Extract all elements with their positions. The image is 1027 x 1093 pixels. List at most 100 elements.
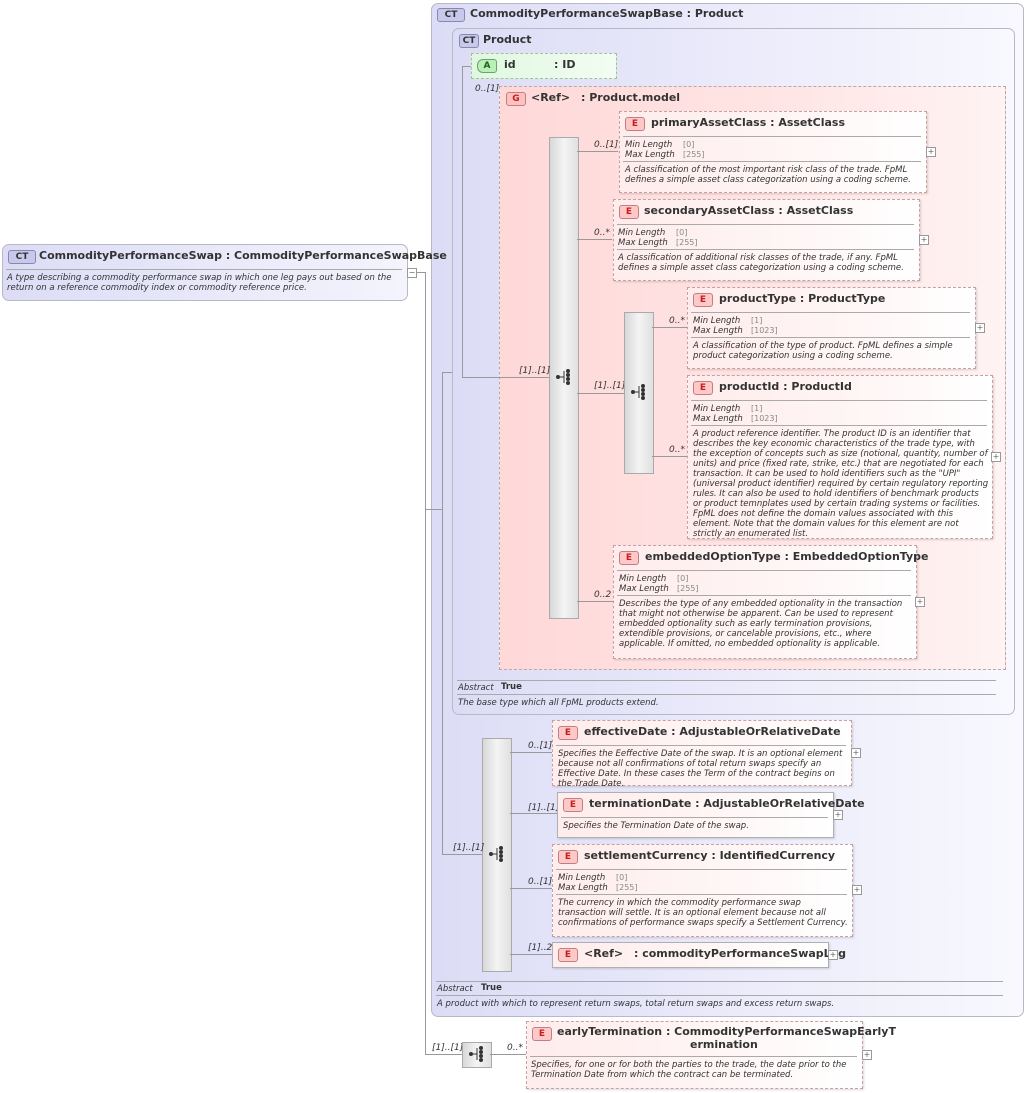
facet-value: [255] xyxy=(676,238,698,247)
complex-type-extension-icon: CT xyxy=(8,250,36,264)
sequence-icon xyxy=(469,1046,483,1062)
connector xyxy=(425,272,426,1054)
separator xyxy=(691,400,987,401)
element-name: secondaryAssetClass : AssetClass xyxy=(644,204,854,217)
expand-icon[interactable]: + xyxy=(851,748,861,758)
separator xyxy=(530,1056,857,1057)
expand-icon[interactable]: + xyxy=(919,235,929,245)
element-icon: E xyxy=(619,205,639,219)
facet-label: Max Length xyxy=(618,238,668,248)
element-termination-date[interactable] xyxy=(557,792,834,838)
connector xyxy=(652,456,687,457)
separator xyxy=(691,312,970,313)
expand-icon[interactable]: + xyxy=(862,1050,872,1060)
connector xyxy=(510,752,552,753)
abstract-value: True xyxy=(501,682,522,692)
facet-value: [255] xyxy=(616,883,638,892)
base-type-name: CommodityPerformanceSwapBase : Product xyxy=(470,7,744,20)
facet-label: Min Length xyxy=(558,873,606,883)
connector xyxy=(577,601,613,602)
facet-value: [1] xyxy=(751,316,763,325)
element-icon: E xyxy=(563,798,583,812)
element-documentation: Specifies the Termination Date of the sw… xyxy=(563,821,749,831)
element-icon: E xyxy=(619,551,639,565)
settlement-currency-cardinality: 0..[1] xyxy=(528,877,553,887)
facet-label: Max Length xyxy=(693,326,743,336)
product-type-cardinality: 0..* xyxy=(669,316,685,326)
facet-value: [0] xyxy=(676,228,688,237)
expand-icon[interactable]: + xyxy=(975,323,985,333)
collapse-icon[interactable]: − xyxy=(407,268,417,278)
facet-label: Min Length xyxy=(693,404,741,414)
element-product-id[interactable] xyxy=(687,375,993,539)
facet-label: Min Length xyxy=(619,574,667,584)
attribute-icon: A xyxy=(477,59,497,73)
separator xyxy=(617,595,911,596)
abstract-label: Abstract xyxy=(437,984,473,994)
expand-icon[interactable]: + xyxy=(852,885,862,895)
group-icon: G xyxy=(506,92,526,106)
complex-type-commodity-performance-swap[interactable] xyxy=(2,244,408,301)
expand-icon[interactable]: + xyxy=(833,810,843,820)
facet-value: [1023] xyxy=(751,414,778,423)
group-ref-type: : Product.model xyxy=(581,91,681,104)
element-documentation: A classification of the type of product.… xyxy=(693,341,953,361)
separator xyxy=(691,425,987,426)
element-early-termination[interactable] xyxy=(526,1021,863,1089)
connector xyxy=(417,272,425,273)
expand-icon[interactable]: + xyxy=(828,950,838,960)
separator xyxy=(617,249,914,250)
element-documentation: A classification of the most important r… xyxy=(625,165,911,185)
attribute-id-type: : ID xyxy=(554,58,576,71)
element-embedded-option-type[interactable] xyxy=(613,545,917,659)
element-icon: E xyxy=(532,1027,552,1041)
separator xyxy=(617,570,911,571)
facet-value: [1023] xyxy=(751,326,778,335)
element-icon: E xyxy=(558,948,578,962)
element-primary-asset-class[interactable] xyxy=(619,111,927,193)
sequence-icon xyxy=(489,846,503,862)
element-effective-date[interactable] xyxy=(552,720,852,786)
element-documentation: The currency in which the commodity perf… xyxy=(558,898,848,928)
abstract-label: Abstract xyxy=(458,683,494,693)
complex-type-icon: CT xyxy=(459,34,479,48)
element-name: productId : ProductId xyxy=(719,380,852,393)
root-sequence-cardinality: [1]..[1] xyxy=(432,1043,464,1053)
facet-label: Min Length xyxy=(618,228,666,238)
expand-icon[interactable]: + xyxy=(991,452,1001,462)
facet-label: Max Length xyxy=(693,414,743,424)
separator xyxy=(556,894,847,895)
separator xyxy=(6,269,402,270)
element-name: settlementCurrency : IdentifiedCurrency xyxy=(584,849,836,862)
facet-value: [0] xyxy=(616,873,628,882)
expand-icon[interactable]: + xyxy=(926,147,936,157)
separator xyxy=(623,136,921,137)
element-name: productType : ProductType xyxy=(719,292,886,305)
element-icon: E xyxy=(693,381,713,395)
separator xyxy=(457,694,996,695)
element-secondary-asset-class[interactable] xyxy=(613,199,920,281)
connector xyxy=(577,239,612,240)
separator xyxy=(691,337,970,338)
connector xyxy=(425,1054,462,1055)
separator xyxy=(561,817,828,818)
effective-date-cardinality: 0..[1] xyxy=(528,741,553,751)
element-name: embeddedOptionType : EmbeddedOptionType xyxy=(645,550,929,563)
connector xyxy=(510,954,552,955)
element-icon: E xyxy=(558,726,578,740)
connector xyxy=(462,377,549,378)
element-documentation: Specifies, for one or for both the parti… xyxy=(531,1060,847,1080)
element-product-type[interactable] xyxy=(687,287,976,369)
connector xyxy=(510,813,557,814)
attribute-id-name: id xyxy=(504,58,516,71)
base-sequence-cardinality: [1]..[1] xyxy=(453,843,485,853)
facet-label: Max Length xyxy=(625,150,675,160)
facet-label: Min Length xyxy=(693,316,741,326)
expand-icon[interactable]: + xyxy=(915,597,925,607)
element-icon: E xyxy=(558,850,578,864)
facet-value: [0] xyxy=(683,140,695,149)
sequence-icon xyxy=(556,369,570,385)
element-name: primaryAssetClass : AssetClass xyxy=(651,116,846,129)
secondary-asset-class-cardinality: 0..* xyxy=(594,228,610,238)
group-ref-name: <Ref> xyxy=(531,91,571,104)
